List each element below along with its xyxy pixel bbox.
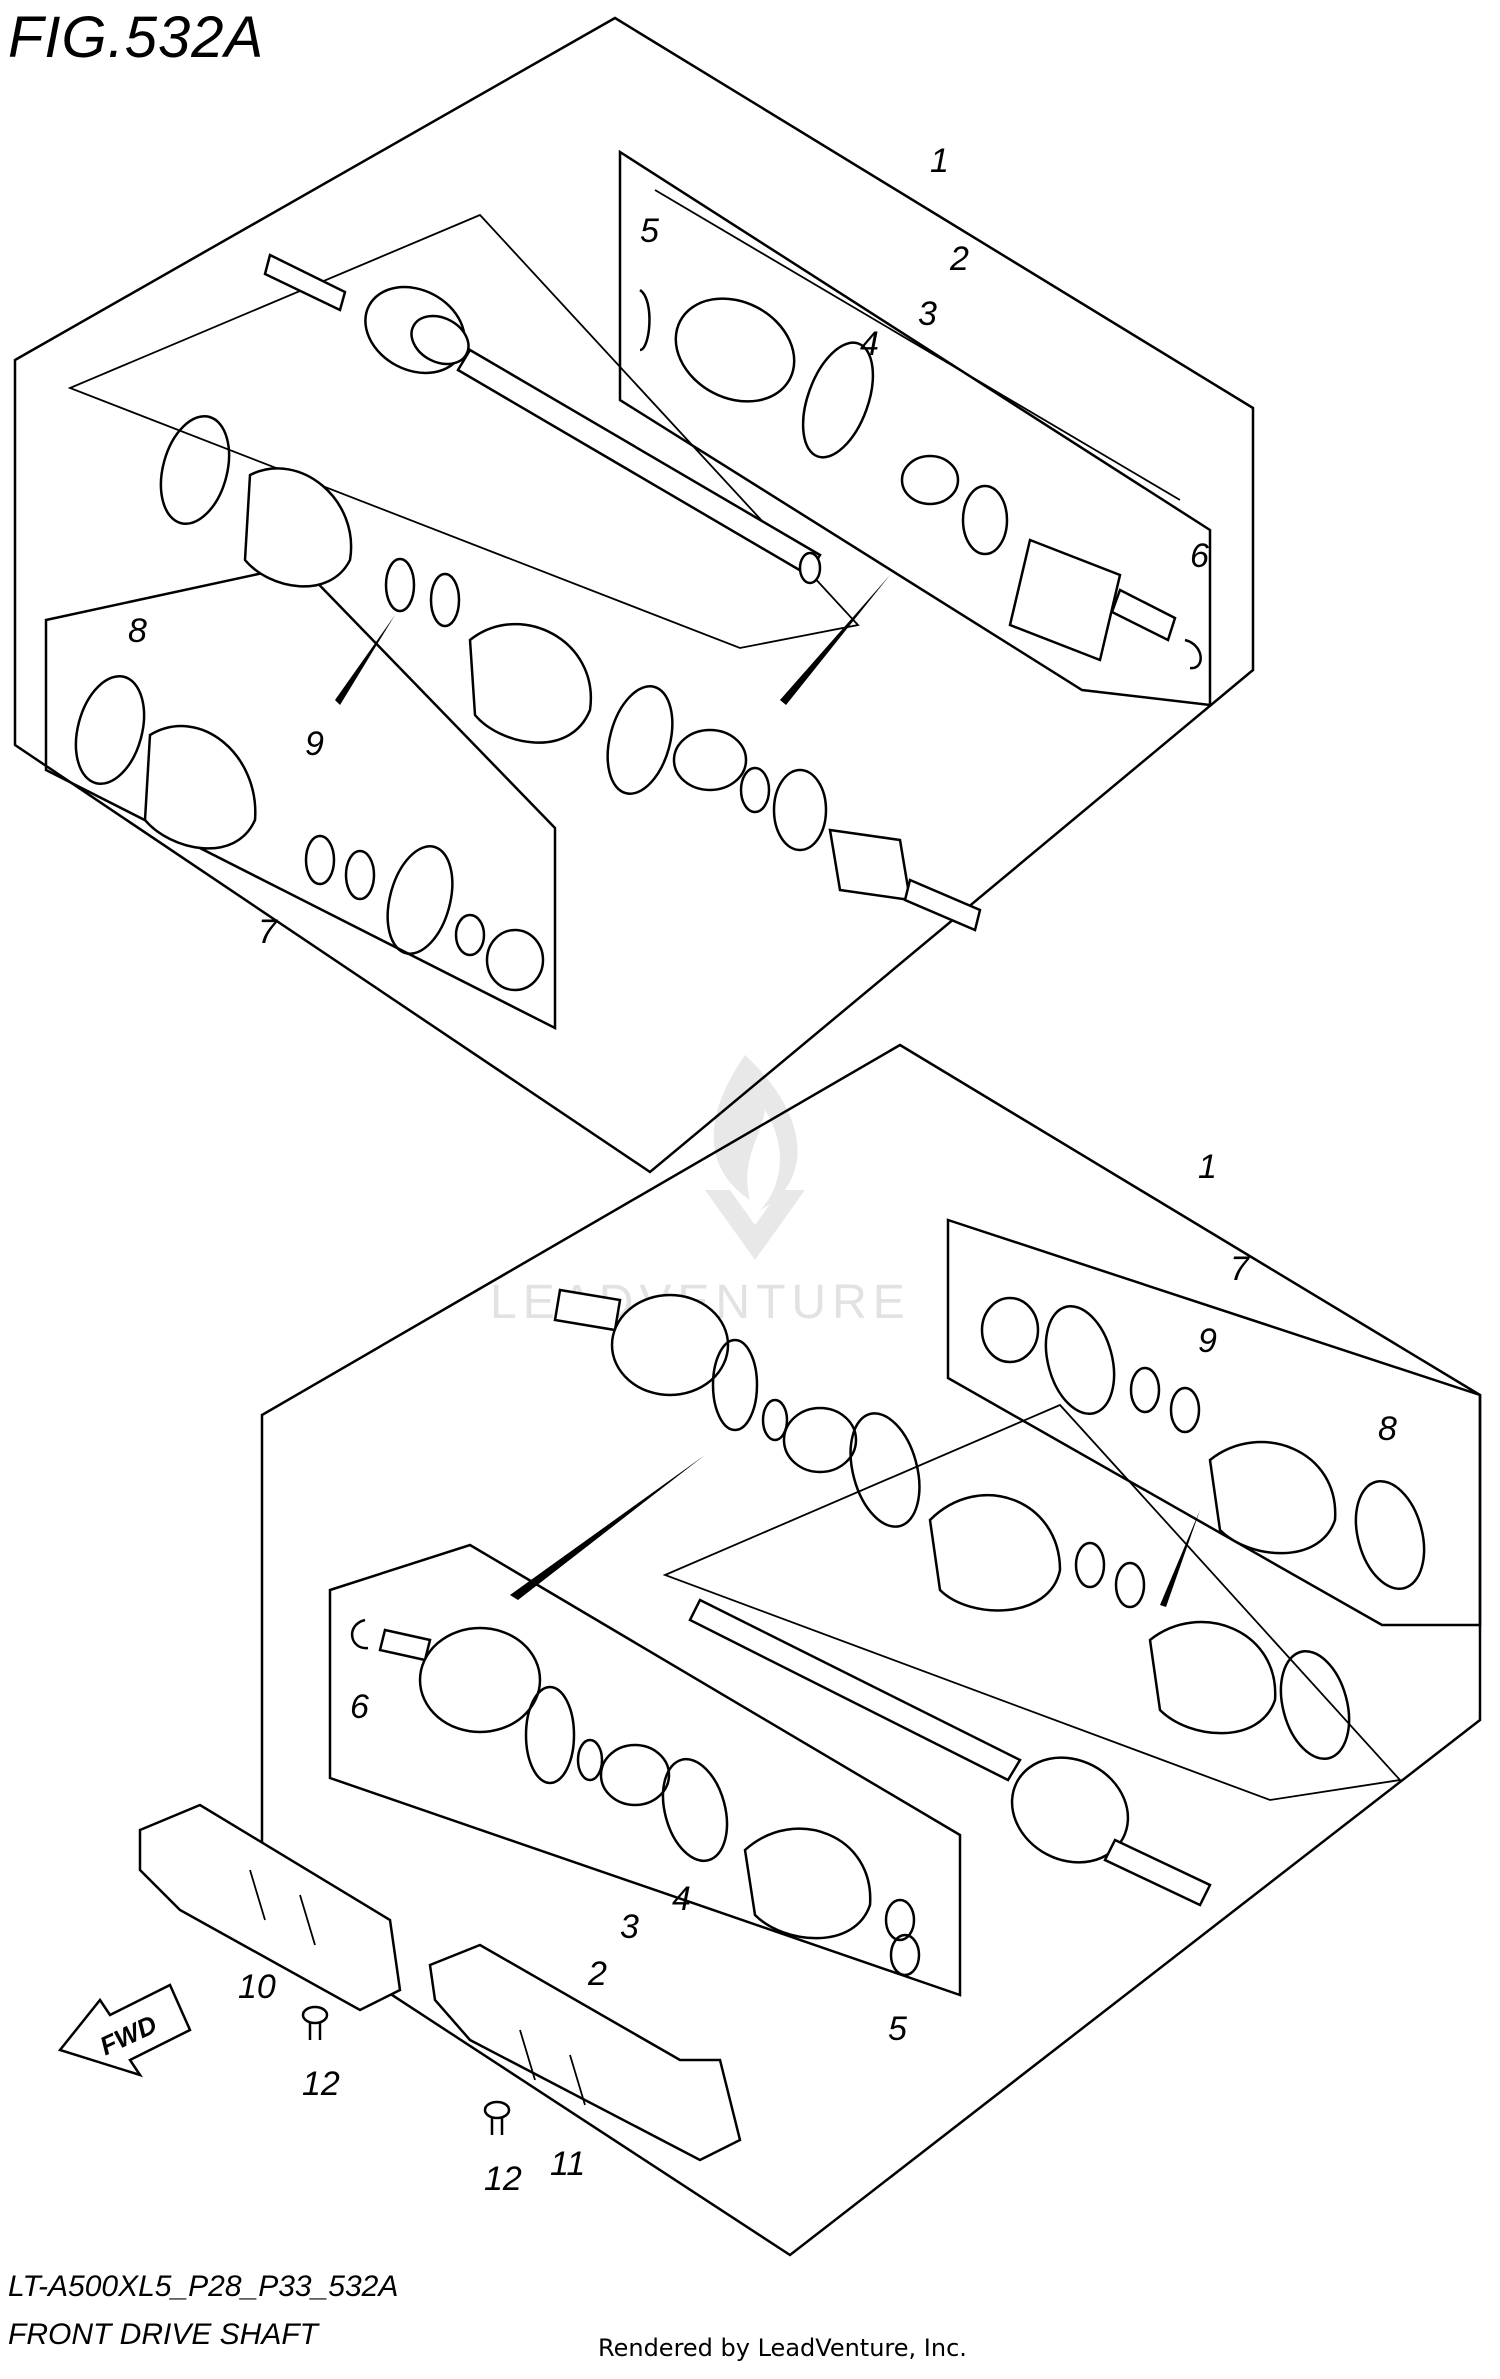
lower-kit7-frame (946, 1218, 1482, 1627)
callout-lower-5: 5 (888, 2010, 907, 2048)
callout-upper-2: 2 (949, 240, 969, 278)
lower-kit7-parts (980, 1296, 1426, 1591)
callout-lower-1: 1 (1198, 1148, 1217, 1186)
lower-outer-joint (553, 1288, 1351, 1761)
callout-lower-10: 10 (238, 1968, 276, 2006)
bolt-12-b (483, 2100, 511, 2135)
callout-upper-6: 6 (1190, 537, 1209, 575)
rendered-by: Rendered by LeadVenture, Inc. (598, 2334, 967, 2362)
upper-kit-top-line (654, 189, 1181, 501)
upper-axle-shaft (263, 253, 822, 585)
upper-outer-frame (13, 16, 1255, 1174)
callout-upper-4: 4 (860, 325, 879, 363)
callout-upper-8: 8 (128, 612, 147, 650)
model-code: LT-A500XL5_P28_P33_532A (8, 2270, 399, 2303)
upper-kit7-frame (44, 563, 557, 1031)
callout-lower-8: 8 (1378, 1410, 1397, 1448)
callout-upper-3: 3 (918, 295, 937, 333)
callout-lower-12b: 12 (484, 2160, 522, 2198)
upper-middle-parts (159, 414, 982, 932)
callout-lower-4: 4 (672, 1880, 691, 1918)
upper-arrow-left (335, 615, 395, 705)
callout-lower-12a: 12 (302, 2065, 340, 2103)
callout-lower-7: 7 (1230, 1250, 1250, 1288)
lower-assembly: FWD 1 2 3 4 5 6 7 8 9 10 11 12 12 (57, 1043, 1482, 2257)
upper-inner-joint (639, 288, 1202, 670)
callout-lower-6: 6 (350, 1688, 369, 1726)
callout-upper-9: 9 (305, 725, 324, 763)
upper-kit1-frame (618, 149, 1212, 707)
upper-assembly: 1 2 3 4 5 6 7 8 9 (13, 16, 1255, 1174)
upper-kit7-parts (74, 674, 545, 992)
lower-shaft-frame (662, 1403, 1402, 1801)
lower-axle-shaft (688, 1598, 1212, 1907)
bolt-12-a (301, 2005, 329, 2040)
watermark: LEADVENTURE (490, 1055, 905, 1329)
figure-title: FIG.532A (8, 5, 265, 70)
diagram-name: FRONT DRIVE SHAFT (8, 2318, 319, 2351)
lower-arrow-left (510, 1455, 705, 1600)
skid-plate-10 (138, 1803, 402, 2012)
callout-upper-7: 7 (258, 913, 278, 951)
skid-plate-11 (428, 1943, 742, 2162)
callout-lower-3: 3 (620, 1908, 639, 1946)
callout-lower-11: 11 (550, 2145, 585, 2183)
callout-lower-2: 2 (587, 1955, 607, 1993)
fwd-arrow: FWD (57, 1983, 192, 2078)
callout-upper-5: 5 (640, 212, 659, 250)
lower-kit1-parts (350, 1618, 921, 1977)
lower-arrow-right (1160, 1510, 1200, 1607)
callout-lower-9: 9 (1198, 1322, 1217, 1360)
upper-shaft-frame (67, 213, 860, 649)
lower-kit1-frame (328, 1543, 962, 1997)
upper-arrow-right (780, 575, 890, 705)
callout-upper-1: 1 (930, 142, 949, 180)
